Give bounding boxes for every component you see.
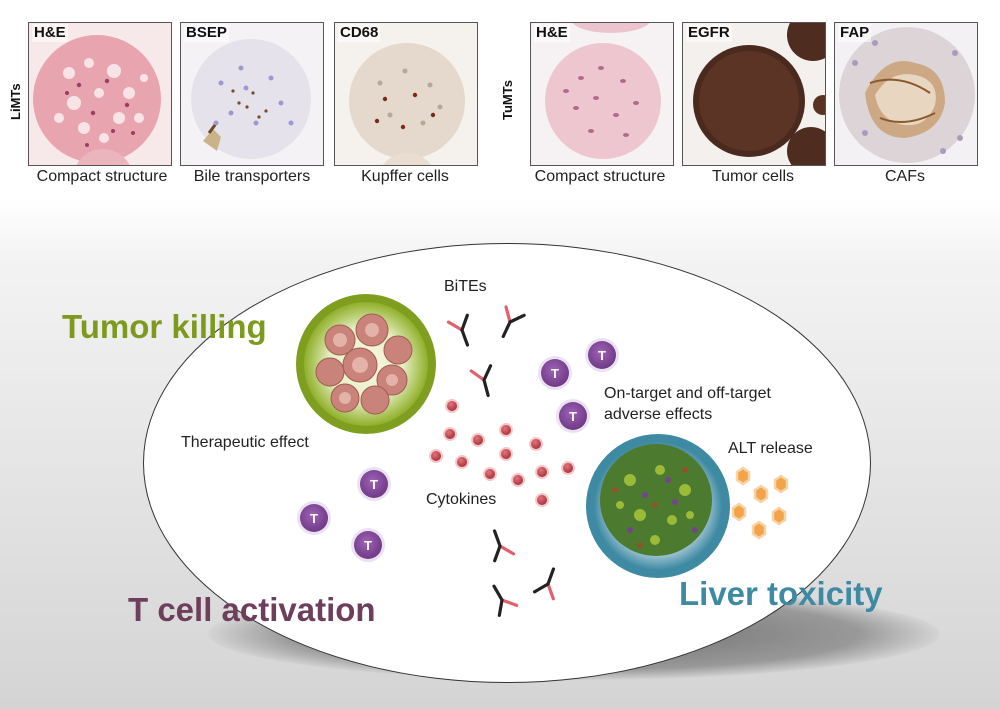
t-cell-letter: T — [364, 538, 372, 553]
cytokine-cluster — [429, 399, 575, 507]
limt-cd68-image — [349, 43, 465, 165]
alt-hexagon-icon — [773, 474, 789, 494]
alt-hexagon-icon — [771, 506, 787, 526]
t-cell-letter: T — [310, 511, 318, 526]
tumt-he-panel: H&E — [530, 22, 674, 166]
t-cell-icon — [357, 467, 391, 501]
tumt-he-image — [545, 23, 661, 159]
tumt-egfr-panel: EGFR — [682, 22, 826, 166]
panel-tag: H&E — [534, 24, 570, 42]
limt-cd68-panel: CD68 — [334, 22, 478, 166]
t-cell-letter: T — [598, 348, 606, 363]
panel-tag: CD68 — [338, 24, 381, 42]
caption-tumor-cells: Tumor cells — [711, 168, 795, 185]
t-cell-letter: T — [569, 409, 577, 424]
alt-cluster — [731, 466, 789, 540]
bite-antibody-icon — [501, 305, 526, 339]
t-cell-activation-label: T cell activation — [128, 591, 376, 628]
t-cell-letter: T — [370, 477, 378, 492]
alt-hexagon-icon — [731, 502, 747, 522]
t-cell-icon — [585, 338, 619, 372]
caption-compact-structure-tumor: Compact structure — [534, 168, 666, 185]
limt-bsep-image — [191, 39, 311, 159]
bite-antibody-icon — [492, 584, 519, 617]
limt-bsep-panel: BSEP — [180, 22, 324, 166]
bite-antibody-icon — [446, 313, 470, 347]
caption-bile-transporters: Bile transporters — [193, 168, 311, 185]
bite-antibody-icon — [532, 567, 556, 601]
liver-toxicity-label: Liver toxicity — [679, 575, 883, 612]
adverse-effects-label-line2: adverse effects — [604, 406, 713, 423]
limt-he-image — [33, 35, 161, 165]
panel-tag: H&E — [32, 24, 68, 42]
cytokines-label: Cytokines — [426, 491, 497, 508]
panel-tag: FAP — [838, 24, 872, 42]
tumt-fap-panel: FAP — [834, 22, 978, 166]
cytokine-icon — [455, 455, 469, 469]
tumor-spheroid-icon — [296, 294, 436, 434]
adverse-effects-label-line1: On-target and off-target — [604, 385, 771, 402]
alt-hexagon-icon — [753, 484, 769, 504]
cytokine-icon — [535, 465, 549, 479]
limt-he-panel: H&E — [28, 22, 172, 166]
caption-compact-structure: Compact structure — [36, 168, 168, 185]
alt-hexagon-icon — [735, 466, 751, 486]
bite-antibody-icon — [469, 364, 493, 398]
alt-release-label: ALT release — [728, 440, 813, 457]
bites-label: BiTEs — [444, 278, 487, 295]
tumt-egfr-image — [693, 23, 825, 165]
t-cell-icon — [351, 528, 385, 562]
t-cell-icon — [538, 356, 572, 390]
cytokine-icon — [529, 437, 543, 451]
t-cell-icon — [556, 399, 590, 433]
caption-cafs: CAFs — [885, 168, 925, 185]
cytokine-icon — [535, 493, 549, 507]
alt-hexagon-icon — [751, 520, 767, 540]
cytokine-icon — [483, 467, 497, 481]
panel-tag: BSEP — [184, 24, 229, 42]
cytokine-icon — [561, 461, 575, 475]
bite-antibody-icon — [492, 529, 516, 563]
caption-kupffer-cells: Kupffer cells — [361, 168, 449, 185]
cytokine-icon — [443, 427, 457, 441]
liver-spheroid-icon — [586, 434, 730, 578]
t-cell-letter: T — [551, 366, 559, 381]
cytokine-icon — [511, 473, 525, 487]
t-cell-icon — [297, 501, 331, 535]
panel-tag: EGFR — [686, 24, 732, 42]
therapeutic-effect-label: Therapeutic effect — [181, 434, 309, 451]
cytokine-icon — [471, 433, 485, 447]
tumt-fap-image — [839, 27, 975, 163]
cytokine-icon — [499, 447, 513, 461]
cytokine-icon — [429, 449, 443, 463]
tumor-killing-label: Tumor killing — [62, 308, 267, 345]
cytokine-icon — [445, 399, 459, 413]
cytokine-icon — [499, 423, 513, 437]
